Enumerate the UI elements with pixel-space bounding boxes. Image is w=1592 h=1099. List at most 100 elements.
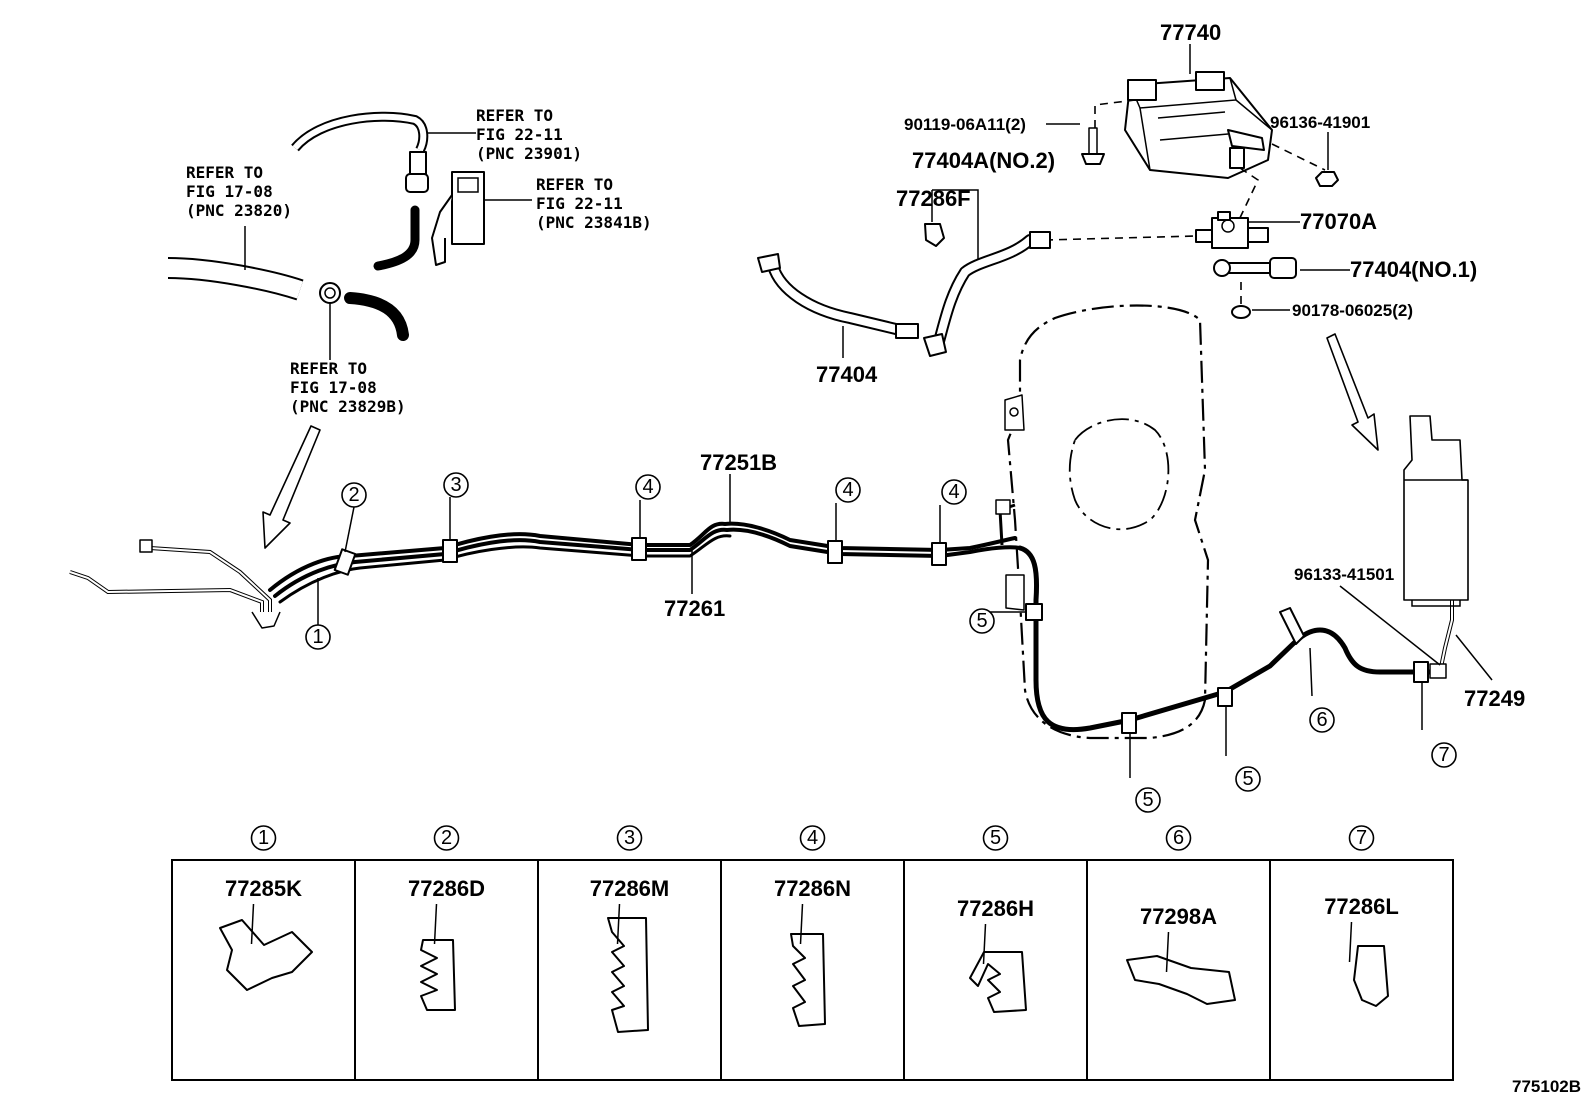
ref-1-line-1: REFER TO: [476, 106, 553, 125]
clip-77286F: [924, 223, 945, 247]
filler-hose-assembly: [167, 111, 485, 341]
clamp-sketch: [1353, 945, 1389, 1007]
line-clamps: [333, 537, 1429, 734]
clamp-index: 2: [441, 827, 452, 849]
clamp-part-number: 77286D: [408, 876, 485, 901]
callout-3: 3: [450, 474, 461, 496]
clamp-index-circle: [616, 825, 643, 851]
part-77404A: 77404A(NO.2): [912, 148, 1055, 173]
clamp-leader: [616, 903, 621, 945]
part-90178: 90178-06025(2): [1292, 301, 1413, 320]
clamp-index: 1: [258, 827, 269, 849]
clamp-leader: [433, 903, 438, 945]
clamp-sketch: [1126, 955, 1236, 1005]
callout-5c: 5: [1242, 768, 1253, 790]
clamp-part-number: 77286M: [590, 876, 670, 901]
part-77070A: 77070A: [1300, 209, 1377, 234]
canister-outline: [1403, 415, 1469, 607]
mount-dash-1: [1094, 99, 1136, 128]
callout-circles: 1 2 3 4 4 4 5 5 5 6 7: [305, 472, 1457, 813]
clamp-sketch: [420, 939, 456, 1011]
direction-arrow-right: [1326, 333, 1379, 451]
hose-77404-no1: [1213, 257, 1297, 279]
hose-77404A: [923, 231, 1051, 357]
mount-dash-4: [1044, 235, 1196, 241]
clamp-sketch: [219, 919, 313, 991]
clamp-part-number: 77286L: [1324, 894, 1399, 919]
clamp-index-circle: [1165, 825, 1192, 851]
leader-77404A: [932, 189, 979, 260]
callout-7: 7: [1438, 744, 1449, 766]
clamp-sketch: [969, 951, 1027, 1013]
ref-3-line-1: REFER TO: [186, 163, 263, 182]
clamp-table-cell: [1269, 859, 1454, 1081]
clamp-index: 4: [807, 827, 818, 849]
drawing-id: 775102B: [1512, 1077, 1581, 1096]
part-96133: 96133-41501: [1294, 565, 1394, 584]
ref-2-line-2: FIG 22-11: [536, 194, 623, 213]
ref-1-line-3: (PNC 23901): [476, 144, 582, 163]
leader-77249: [1455, 634, 1493, 681]
clamp-sketch: [790, 933, 826, 1027]
part-77286F: 77286F: [896, 186, 971, 211]
clamp-part-number: 77286H: [957, 896, 1034, 921]
clamp-leader: [799, 903, 804, 945]
ref-3-line-3: (PNC 23820): [186, 201, 292, 220]
callout-5a: 5: [976, 610, 987, 632]
ref-2-line-1: REFER TO: [536, 175, 613, 194]
part-77251B: 77251B: [700, 450, 777, 475]
clamp-leader: [982, 923, 987, 965]
clamp-part-number: 77298A: [1140, 904, 1217, 929]
part-96136: 96136-41901: [1270, 113, 1370, 132]
bolt-90119: [1081, 127, 1105, 165]
callout-1: 1: [312, 626, 323, 648]
ref-4-line-1: REFER TO: [290, 359, 367, 378]
leader-c2: [344, 506, 355, 553]
callout-6: 6: [1316, 709, 1327, 731]
callout-5b: 5: [1142, 789, 1153, 811]
clamp-index-circle: [433, 825, 460, 851]
ref-3-line-2: FIG 17-08: [186, 182, 273, 201]
clamp-index: 5: [990, 827, 1001, 849]
nut-96136: [1315, 171, 1339, 187]
ref-4-line-2: FIG 17-08: [290, 378, 377, 397]
clamp-leader: [1348, 921, 1353, 963]
clamp-index: 3: [624, 827, 635, 849]
clamp-index: 6: [1173, 827, 1184, 849]
part-77404-no1: 77404(NO.1): [1350, 257, 1477, 282]
clamp-index-circle: [1348, 825, 1375, 851]
direction-arrow-left: [262, 425, 321, 549]
callout-4b: 4: [842, 479, 853, 501]
leader-c6: [1309, 647, 1313, 697]
ref-1-line-2: FIG 22-11: [476, 125, 563, 144]
clamp-sketch: [607, 917, 649, 1033]
fuel-tank-outline: [1004, 304, 1210, 740]
clamp-part-number: 77286N: [774, 876, 851, 901]
clamp-leader: [250, 903, 255, 945]
clamp-index-circle: [799, 825, 826, 851]
part-77261: 77261: [664, 596, 725, 621]
hose-77404: [757, 253, 919, 339]
ref-4-line-3: (PNC 23829B): [290, 397, 406, 416]
clamp-index-circle: [982, 825, 1009, 851]
part-77740: 77740: [1160, 20, 1221, 45]
washer-90178: [1231, 305, 1251, 319]
clamp-leader: [1165, 931, 1170, 973]
callout-4c: 4: [948, 481, 959, 503]
callout-4a: 4: [642, 476, 653, 498]
clamp-index: 7: [1356, 827, 1367, 849]
part-90119: 90119-06A11(2): [904, 115, 1026, 134]
clamp-table: 1 77285K 2 77286D 3 77286M 4 77286N 5 77286H 6 7729…: [171, 825, 1454, 1081]
part-77404: 77404: [816, 362, 878, 387]
vsv-valve-77070A: [1195, 211, 1269, 249]
ref-2-line-3: (PNC 23841B): [536, 213, 652, 232]
mount-dash-3: [1237, 167, 1260, 223]
mount-dash-2: [1271, 143, 1326, 171]
clamp-index-circle: [250, 825, 277, 851]
main-vapor-lines: [69, 499, 1454, 733]
callout-2: 2: [348, 484, 359, 506]
clamp-part-number: 77285K: [225, 876, 302, 901]
leader-96133: [1339, 585, 1441, 666]
part-77249: 77249: [1464, 686, 1525, 711]
